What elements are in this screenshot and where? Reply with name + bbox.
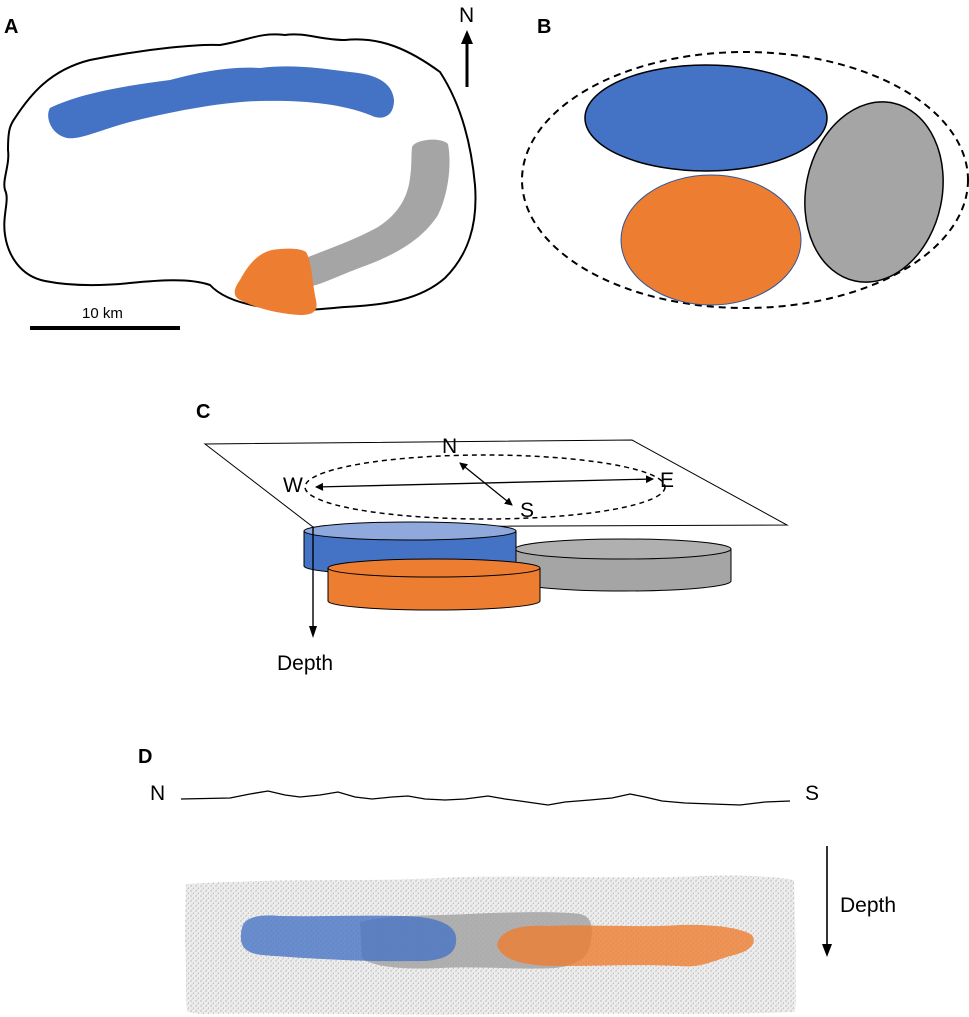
- panel-a-letter: A: [4, 16, 18, 38]
- blue-body-ellipse: [584, 64, 828, 172]
- section-south-label: S: [805, 782, 819, 805]
- panel-d-letter: D: [138, 746, 152, 768]
- orange-intrusion-map: [234, 248, 317, 315]
- orange-body-section: [497, 924, 754, 967]
- ns-arrow: [459, 462, 513, 506]
- panel-c: C N S E W Depth: [196, 401, 789, 675]
- compass-east: E: [660, 469, 674, 492]
- compass-west: W: [283, 474, 303, 497]
- compass-north: N: [442, 435, 457, 458]
- blue-body-section: [240, 915, 457, 962]
- orange-body-ellipse: [620, 174, 802, 306]
- panel-b-letter: B: [537, 16, 551, 38]
- depth-arrowhead-block-icon: [309, 626, 317, 638]
- north-label: N: [459, 4, 474, 27]
- section-north-label: N: [150, 782, 165, 805]
- orange-cylinder: [327, 558, 541, 611]
- caldera-boundary-dashed: [521, 51, 969, 309]
- gray-body-ellipse: [804, 101, 944, 283]
- north-arrow-icon: [461, 30, 473, 44]
- topographic-profile: [180, 790, 791, 806]
- panel-b: B: [521, 16, 969, 309]
- panel-a: A N 10 km: [3, 4, 477, 330]
- depth-arrowhead-section-icon: [822, 944, 832, 957]
- depth-label-block: Depth: [277, 652, 333, 675]
- gray-intrusion-map: [306, 139, 450, 286]
- scale-bar-label: 10 km: [82, 305, 123, 322]
- caldera-boundary-plane: [304, 454, 666, 520]
- gray-cylinder: [514, 538, 732, 592]
- blue-intrusion-map: [48, 66, 395, 139]
- panel-d: D N S Depth: [138, 746, 896, 1015]
- compass-south: S: [520, 499, 534, 522]
- panel-c-letter: C: [196, 401, 210, 423]
- depth-label-section: Depth: [840, 894, 896, 917]
